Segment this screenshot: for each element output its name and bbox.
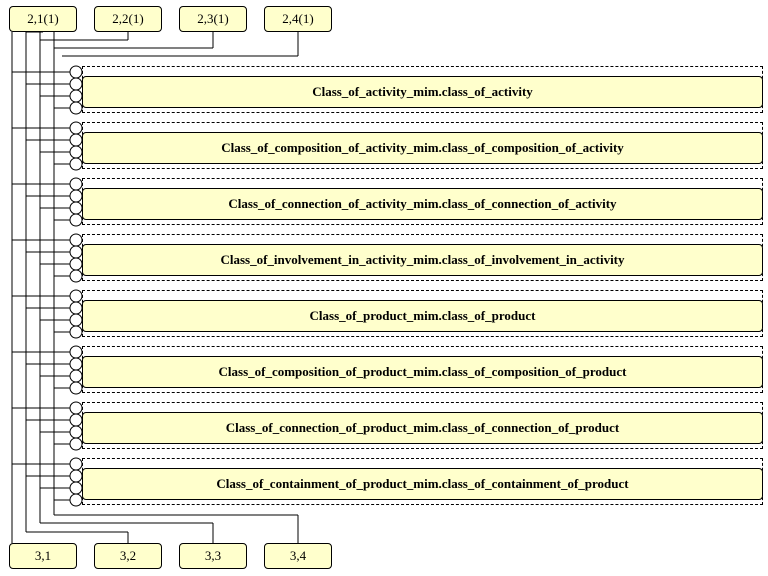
entity-7-connector-2	[69, 413, 83, 427]
entity-6-connector-2	[69, 357, 83, 371]
entity-4-connector-2	[69, 245, 83, 259]
entity-6-connector-1	[69, 345, 83, 359]
entity-6-connector-3	[69, 369, 83, 383]
entity-6-connector-4	[69, 381, 83, 395]
entity-class-of-activity[interactable]: Class_of_activity_mim.class_of_activity	[82, 76, 763, 108]
page-ref-2-1[interactable]: 2,1(1)	[9, 6, 77, 32]
entity-4-connector-4	[69, 269, 83, 283]
entity-class-of-composition-of-activity[interactable]: Class_of_composition_of_activity_mim.cla…	[82, 132, 763, 164]
entity-class-of-involvement-in-activity[interactable]: Class_of_involvement_in_activity_mim.cla…	[82, 244, 763, 276]
entity-8-connector-4	[69, 493, 83, 507]
entity-7-connector-3	[69, 425, 83, 439]
entity-8-connector-1	[69, 457, 83, 471]
entity-class-of-product[interactable]: Class_of_product_mim.class_of_product	[82, 300, 763, 332]
page-ref-3-3[interactable]: 3,3	[179, 543, 247, 569]
entity-1-connector-4	[69, 101, 83, 115]
entity-5-connector-2	[69, 301, 83, 315]
entity-class-of-connection-of-product[interactable]: Class_of_connection_of_product_mim.class…	[82, 412, 763, 444]
page-ref-2-2[interactable]: 2,2(1)	[94, 6, 162, 32]
entity-3-connector-4	[69, 213, 83, 227]
entity-2-connector-4	[69, 157, 83, 171]
entity-7-connector-4	[69, 437, 83, 451]
entity-5-connector-1	[69, 289, 83, 303]
entity-3-connector-1	[69, 177, 83, 191]
entity-8-connector-2	[69, 469, 83, 483]
entity-class-of-connection-of-activity[interactable]: Class_of_connection_of_activity_mim.clas…	[82, 188, 763, 220]
entity-3-connector-2	[69, 189, 83, 203]
entity-1-connector-1	[69, 65, 83, 79]
entity-5-connector-3	[69, 313, 83, 327]
page-ref-3-1[interactable]: 3,1	[9, 543, 77, 569]
entity-3-connector-3	[69, 201, 83, 215]
entity-7-connector-1	[69, 401, 83, 415]
page-ref-3-4[interactable]: 3,4	[264, 543, 332, 569]
entity-2-connector-2	[69, 133, 83, 147]
page-ref-2-3[interactable]: 2,3(1)	[179, 6, 247, 32]
entity-class-of-composition-of-product[interactable]: Class_of_composition_of_product_mim.clas…	[82, 356, 763, 388]
entity-1-connector-3	[69, 89, 83, 103]
page-ref-3-2[interactable]: 3,2	[94, 543, 162, 569]
entity-8-connector-3	[69, 481, 83, 495]
entity-2-connector-1	[69, 121, 83, 135]
page-ref-2-4[interactable]: 2,4(1)	[264, 6, 332, 32]
entity-4-connector-1	[69, 233, 83, 247]
entity-1-connector-2	[69, 77, 83, 91]
entity-4-connector-3	[69, 257, 83, 271]
entity-5-connector-4	[69, 325, 83, 339]
entity-2-connector-3	[69, 145, 83, 159]
entity-class-of-containment-of-product[interactable]: Class_of_containment_of_product_mim.clas…	[82, 468, 763, 500]
